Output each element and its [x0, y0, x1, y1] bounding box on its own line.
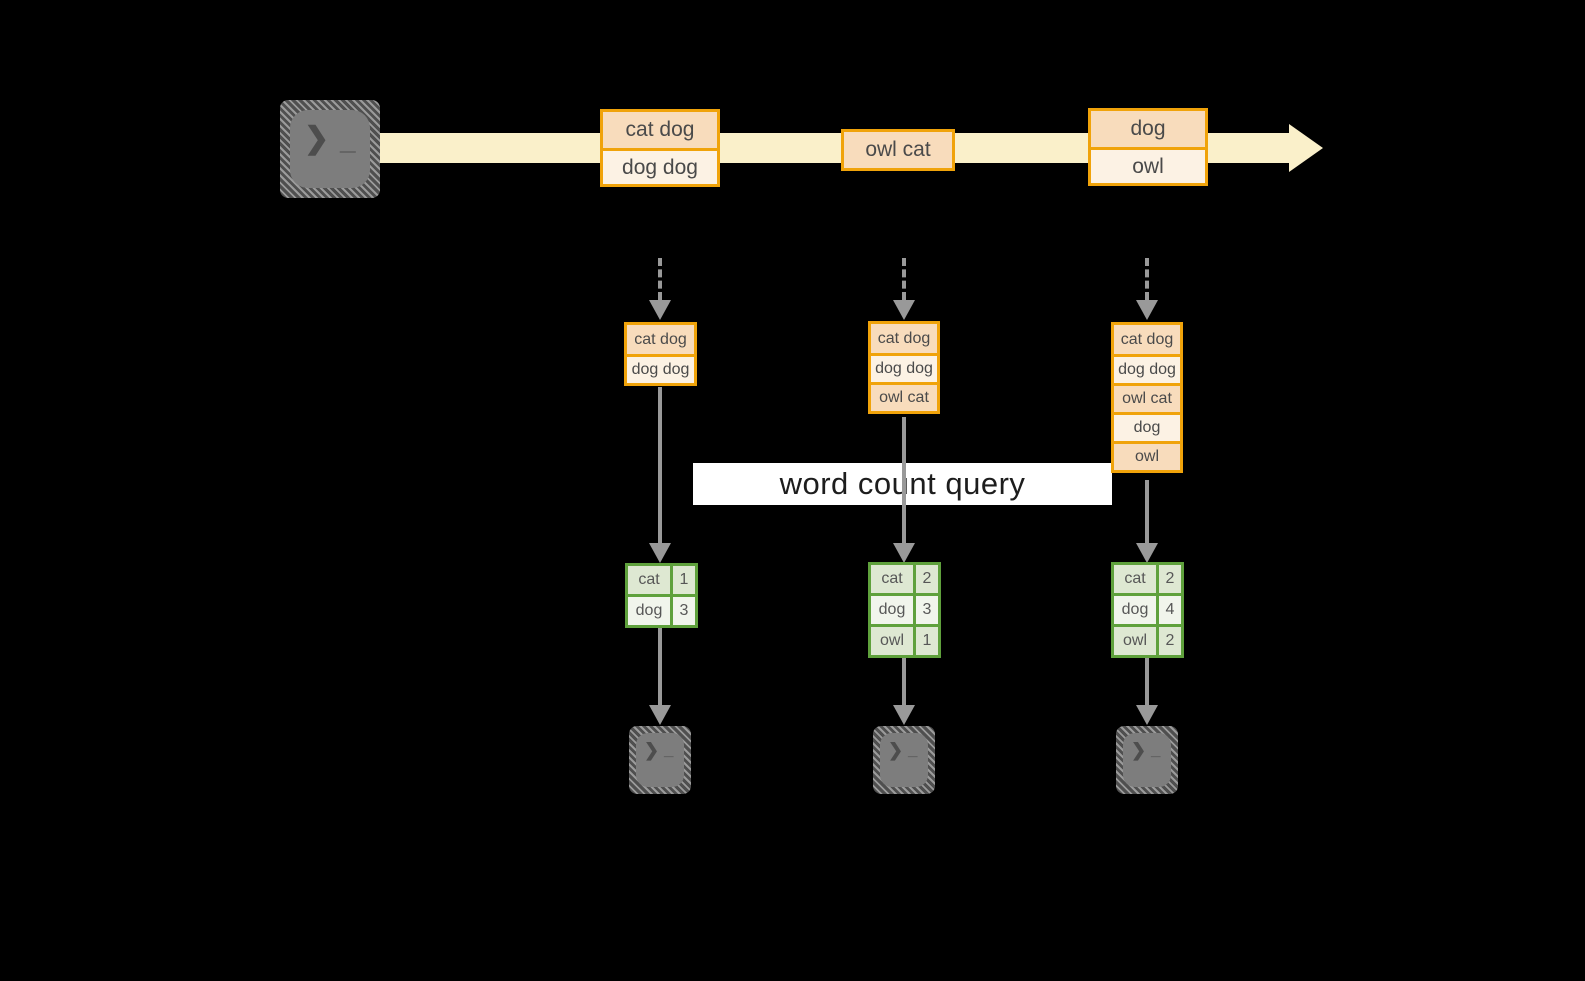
stream-to-state-arrow-line: [1145, 258, 1149, 300]
count-cell: 2: [1159, 565, 1181, 593]
query-to-output-arrow-line: [1145, 658, 1149, 705]
stream-to-state-arrow-line: [658, 258, 662, 300]
stream-message-cell: dog dog: [603, 148, 717, 184]
terminal-screen: ❯ _: [290, 110, 370, 188]
word-count-table: cat 2 dog 3 owl 1: [868, 562, 941, 658]
word-cell: dog: [1114, 596, 1156, 624]
count-cell: 2: [1159, 627, 1181, 655]
state-buffer-cell: owl cat: [871, 382, 937, 411]
output-terminal-icon: ❯ _: [1116, 726, 1178, 794]
count-cell: 1: [673, 566, 695, 594]
word-cell: owl: [871, 627, 913, 655]
state-buffer-cell: dog dog: [627, 354, 694, 383]
word-cell: cat: [1114, 565, 1156, 593]
state-buffer-cell: dog dog: [1114, 354, 1180, 383]
state-buffer-cell: dog: [1114, 412, 1180, 441]
query-to-output-arrowhead-icon: [1136, 705, 1158, 725]
state-buffer-cell: cat dog: [627, 325, 694, 354]
terminal-screen: ❯ _: [880, 733, 928, 787]
state-buffer-cell: dog dog: [871, 353, 937, 382]
stream-to-state-arrowhead-icon: [1136, 300, 1158, 320]
stream-source-terminal-icon: ❯ _: [280, 100, 380, 198]
terminal-prompt-chevron-icon: ❯: [888, 740, 904, 760]
terminal-prompt-chevron-icon: ❯: [1131, 740, 1147, 760]
terminal-screen: ❯ _: [1123, 733, 1171, 787]
state-to-query-arrowhead-icon: [1136, 543, 1158, 563]
query-to-output-arrowhead-icon: [893, 705, 915, 725]
stream-message-cell: dog: [1091, 111, 1205, 147]
count-cell: 3: [916, 596, 938, 624]
stream-message-cell: owl cat: [844, 132, 952, 168]
query-to-output-arrowhead-icon: [649, 705, 671, 725]
word-cell: dog: [871, 596, 913, 624]
stream-to-state-arrow-line: [902, 258, 906, 300]
stream-message: dog owl: [1088, 108, 1208, 186]
stream-to-state-arrowhead-icon: [649, 300, 671, 320]
stream-arrowhead-icon: [1289, 124, 1323, 172]
state-to-query-arrowhead-icon: [649, 543, 671, 563]
state-buffer-cell: cat dog: [871, 324, 937, 353]
state-to-query-arrowhead-icon: [893, 543, 915, 563]
terminal-prompt-chevron-icon: ❯: [304, 122, 330, 155]
terminal-screen: ❯ _: [636, 733, 684, 787]
count-cell: 2: [916, 565, 938, 593]
stream-message-cell: cat dog: [603, 112, 717, 148]
word-cell: cat: [628, 566, 670, 594]
output-terminal-icon: ❯ _: [873, 726, 935, 794]
word-cell: owl: [1114, 627, 1156, 655]
query-to-output-arrow-line: [902, 658, 906, 705]
state-buffer: cat dog dog dog owl cat dog owl: [1111, 322, 1183, 473]
terminal-prompt-cursor-icon: _: [1151, 740, 1161, 759]
state-to-query-arrow-line: [658, 387, 662, 543]
terminal-prompt-cursor-icon: _: [908, 740, 918, 759]
count-cell: 4: [1159, 596, 1181, 624]
count-cell: 3: [673, 597, 695, 625]
state-to-query-arrow-line: [1145, 480, 1149, 543]
state-buffer-cell: owl: [1114, 441, 1180, 470]
terminal-prompt-chevron-icon: ❯: [644, 740, 660, 760]
output-terminal-icon: ❯ _: [629, 726, 691, 794]
state-buffer: cat dog dog dog: [624, 322, 697, 386]
state-to-query-arrow-line: [902, 417, 906, 543]
terminal-prompt-cursor-icon: _: [340, 124, 356, 155]
stream-message-cell: owl: [1091, 147, 1205, 183]
word-count-table: cat 2 dog 4 owl 2: [1111, 562, 1184, 658]
stream-message: owl cat: [841, 129, 955, 171]
state-buffer-cell: cat dog: [1114, 325, 1180, 354]
count-cell: 1: [916, 627, 938, 655]
word-cell: cat: [871, 565, 913, 593]
terminal-prompt-cursor-icon: _: [664, 740, 674, 759]
query-to-output-arrow-line: [658, 628, 662, 705]
stream-message: cat dog dog dog: [600, 109, 720, 187]
stream-to-state-arrowhead-icon: [893, 300, 915, 320]
state-buffer: cat dog dog dog owl cat: [868, 321, 940, 414]
word-count-table: cat 1 dog 3: [625, 563, 698, 628]
state-buffer-cell: owl cat: [1114, 383, 1180, 412]
word-cell: dog: [628, 597, 670, 625]
